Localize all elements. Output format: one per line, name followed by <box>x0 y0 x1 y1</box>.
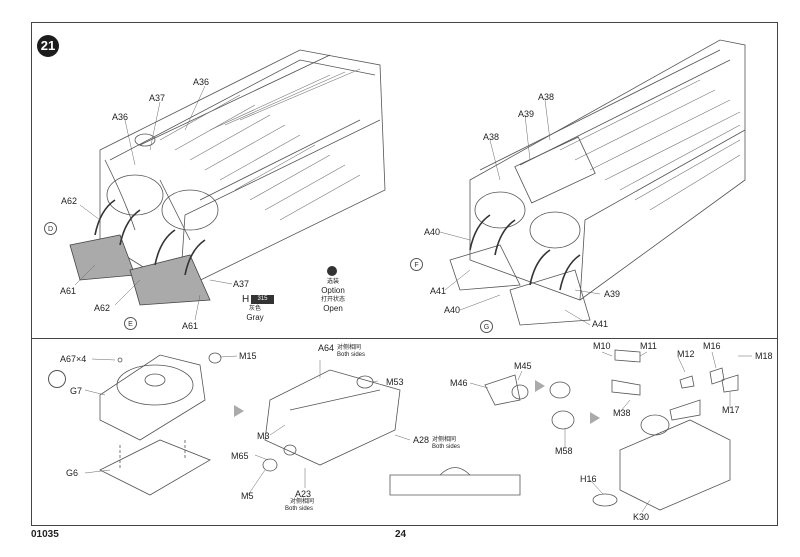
both-sides-cn-2: 对侧相同 <box>290 499 315 505</box>
part-label-a36-left: A36 <box>112 112 129 122</box>
part-label-m17: M17 <box>722 405 740 415</box>
part-label-a61-left: A61 <box>60 286 77 296</box>
part-label-a39-right: A39 <box>604 289 621 299</box>
chassis-middle-drawing <box>208 352 521 496</box>
option-dot-icon <box>327 266 337 276</box>
part-label-m16: M16 <box>703 341 721 351</box>
step-arrow-2-icon <box>535 380 545 392</box>
option-label-cn: 选装 <box>326 279 339 285</box>
hull-top-left-drawing <box>99 49 386 291</box>
turret-base-drawing <box>99 354 211 496</box>
part-label-a37-top: A37 <box>149 93 166 103</box>
leader-lines-bottom <box>84 351 752 513</box>
part-label-a67: A67×4 <box>60 354 87 364</box>
product-code: 01035 <box>31 529 59 540</box>
gray-color-chip: 315 <box>251 295 274 304</box>
both-sides-cn-3: 对侧相同 <box>432 437 457 443</box>
part-label-h16: H16 <box>580 474 597 484</box>
part-label-a38-left: A38 <box>483 132 500 142</box>
instruction-frame <box>31 22 778 526</box>
option-label-en: Option <box>321 286 345 295</box>
part-label-a39-top: A39 <box>518 109 535 119</box>
both-sides-en-3: Both sides <box>432 444 461 450</box>
part-label-a41-left: A41 <box>430 286 447 296</box>
part-label-g6: G6 <box>66 468 79 478</box>
part-label-a38-top: A38 <box>538 92 555 102</box>
gray-hatch-parts <box>69 234 211 306</box>
gray-label-en: Gray <box>246 313 264 322</box>
part-label-a62-upper: A62 <box>61 196 78 206</box>
part-label-a36-top: A36 <box>193 77 210 87</box>
callout-circle-g: G <box>480 320 493 333</box>
part-label-a61-bottom: A61 <box>182 321 199 331</box>
both-sides-en-1: Both sides <box>337 352 366 358</box>
step-arrow-1-icon <box>234 405 244 417</box>
part-label-m12: M12 <box>677 349 695 359</box>
step-arrow-3-icon <box>590 412 600 424</box>
open-label-cn: 打开状态 <box>320 297 345 303</box>
part-label-a23: A23 <box>295 489 312 499</box>
page-number: 24 <box>395 529 407 540</box>
part-label-m11: M11 <box>640 341 657 351</box>
part-label-m58: M58 <box>555 446 573 456</box>
part-label-m46: M46 <box>450 378 468 388</box>
part-label-m10: M10 <box>593 341 611 351</box>
callout-circle-f: F <box>410 258 423 271</box>
part-label-a62-lower: A62 <box>94 303 111 313</box>
part-label-a28: A28 <box>413 435 430 445</box>
callout-circle-e: E <box>124 317 137 330</box>
part-label-m65: M65 <box>231 451 249 461</box>
step-number-badge: 21 <box>37 35 59 57</box>
hull-top-right-drawing <box>449 39 746 326</box>
open-label-en: Open <box>323 304 343 313</box>
zoom-circle-icon <box>48 370 66 388</box>
paint-part-h: H <box>242 294 250 305</box>
part-label-a64: A64 <box>318 343 335 353</box>
part-label-m53: M53 <box>386 377 404 387</box>
both-sides-cn-1: 对侧相同 <box>337 345 362 351</box>
section-divider <box>31 338 778 339</box>
part-label-m5: M5 <box>241 491 254 501</box>
part-label-k30: K30 <box>633 512 650 522</box>
part-label-a41-bottom: A41 <box>592 319 609 329</box>
part-label-a40-upper: A40 <box>424 227 441 237</box>
part-label-a37-right: A37 <box>233 279 250 289</box>
both-sides-en-2: Both sides <box>285 506 314 512</box>
part-label-m18: M18 <box>755 351 773 361</box>
part-label-m15: M15 <box>239 351 257 361</box>
part-label-m45: M45 <box>514 361 532 371</box>
gray-label-cn: 灰色 <box>248 306 261 312</box>
part-label-a40-lower: A40 <box>444 305 461 315</box>
part-label-g7: G7 <box>70 386 83 396</box>
part-label-m3: M3 <box>257 431 270 441</box>
callout-circle-d: D <box>44 222 57 235</box>
right-parts-drawing <box>484 349 739 511</box>
part-label-m38: M38 <box>613 408 631 418</box>
leader-lines-top <box>74 85 601 326</box>
